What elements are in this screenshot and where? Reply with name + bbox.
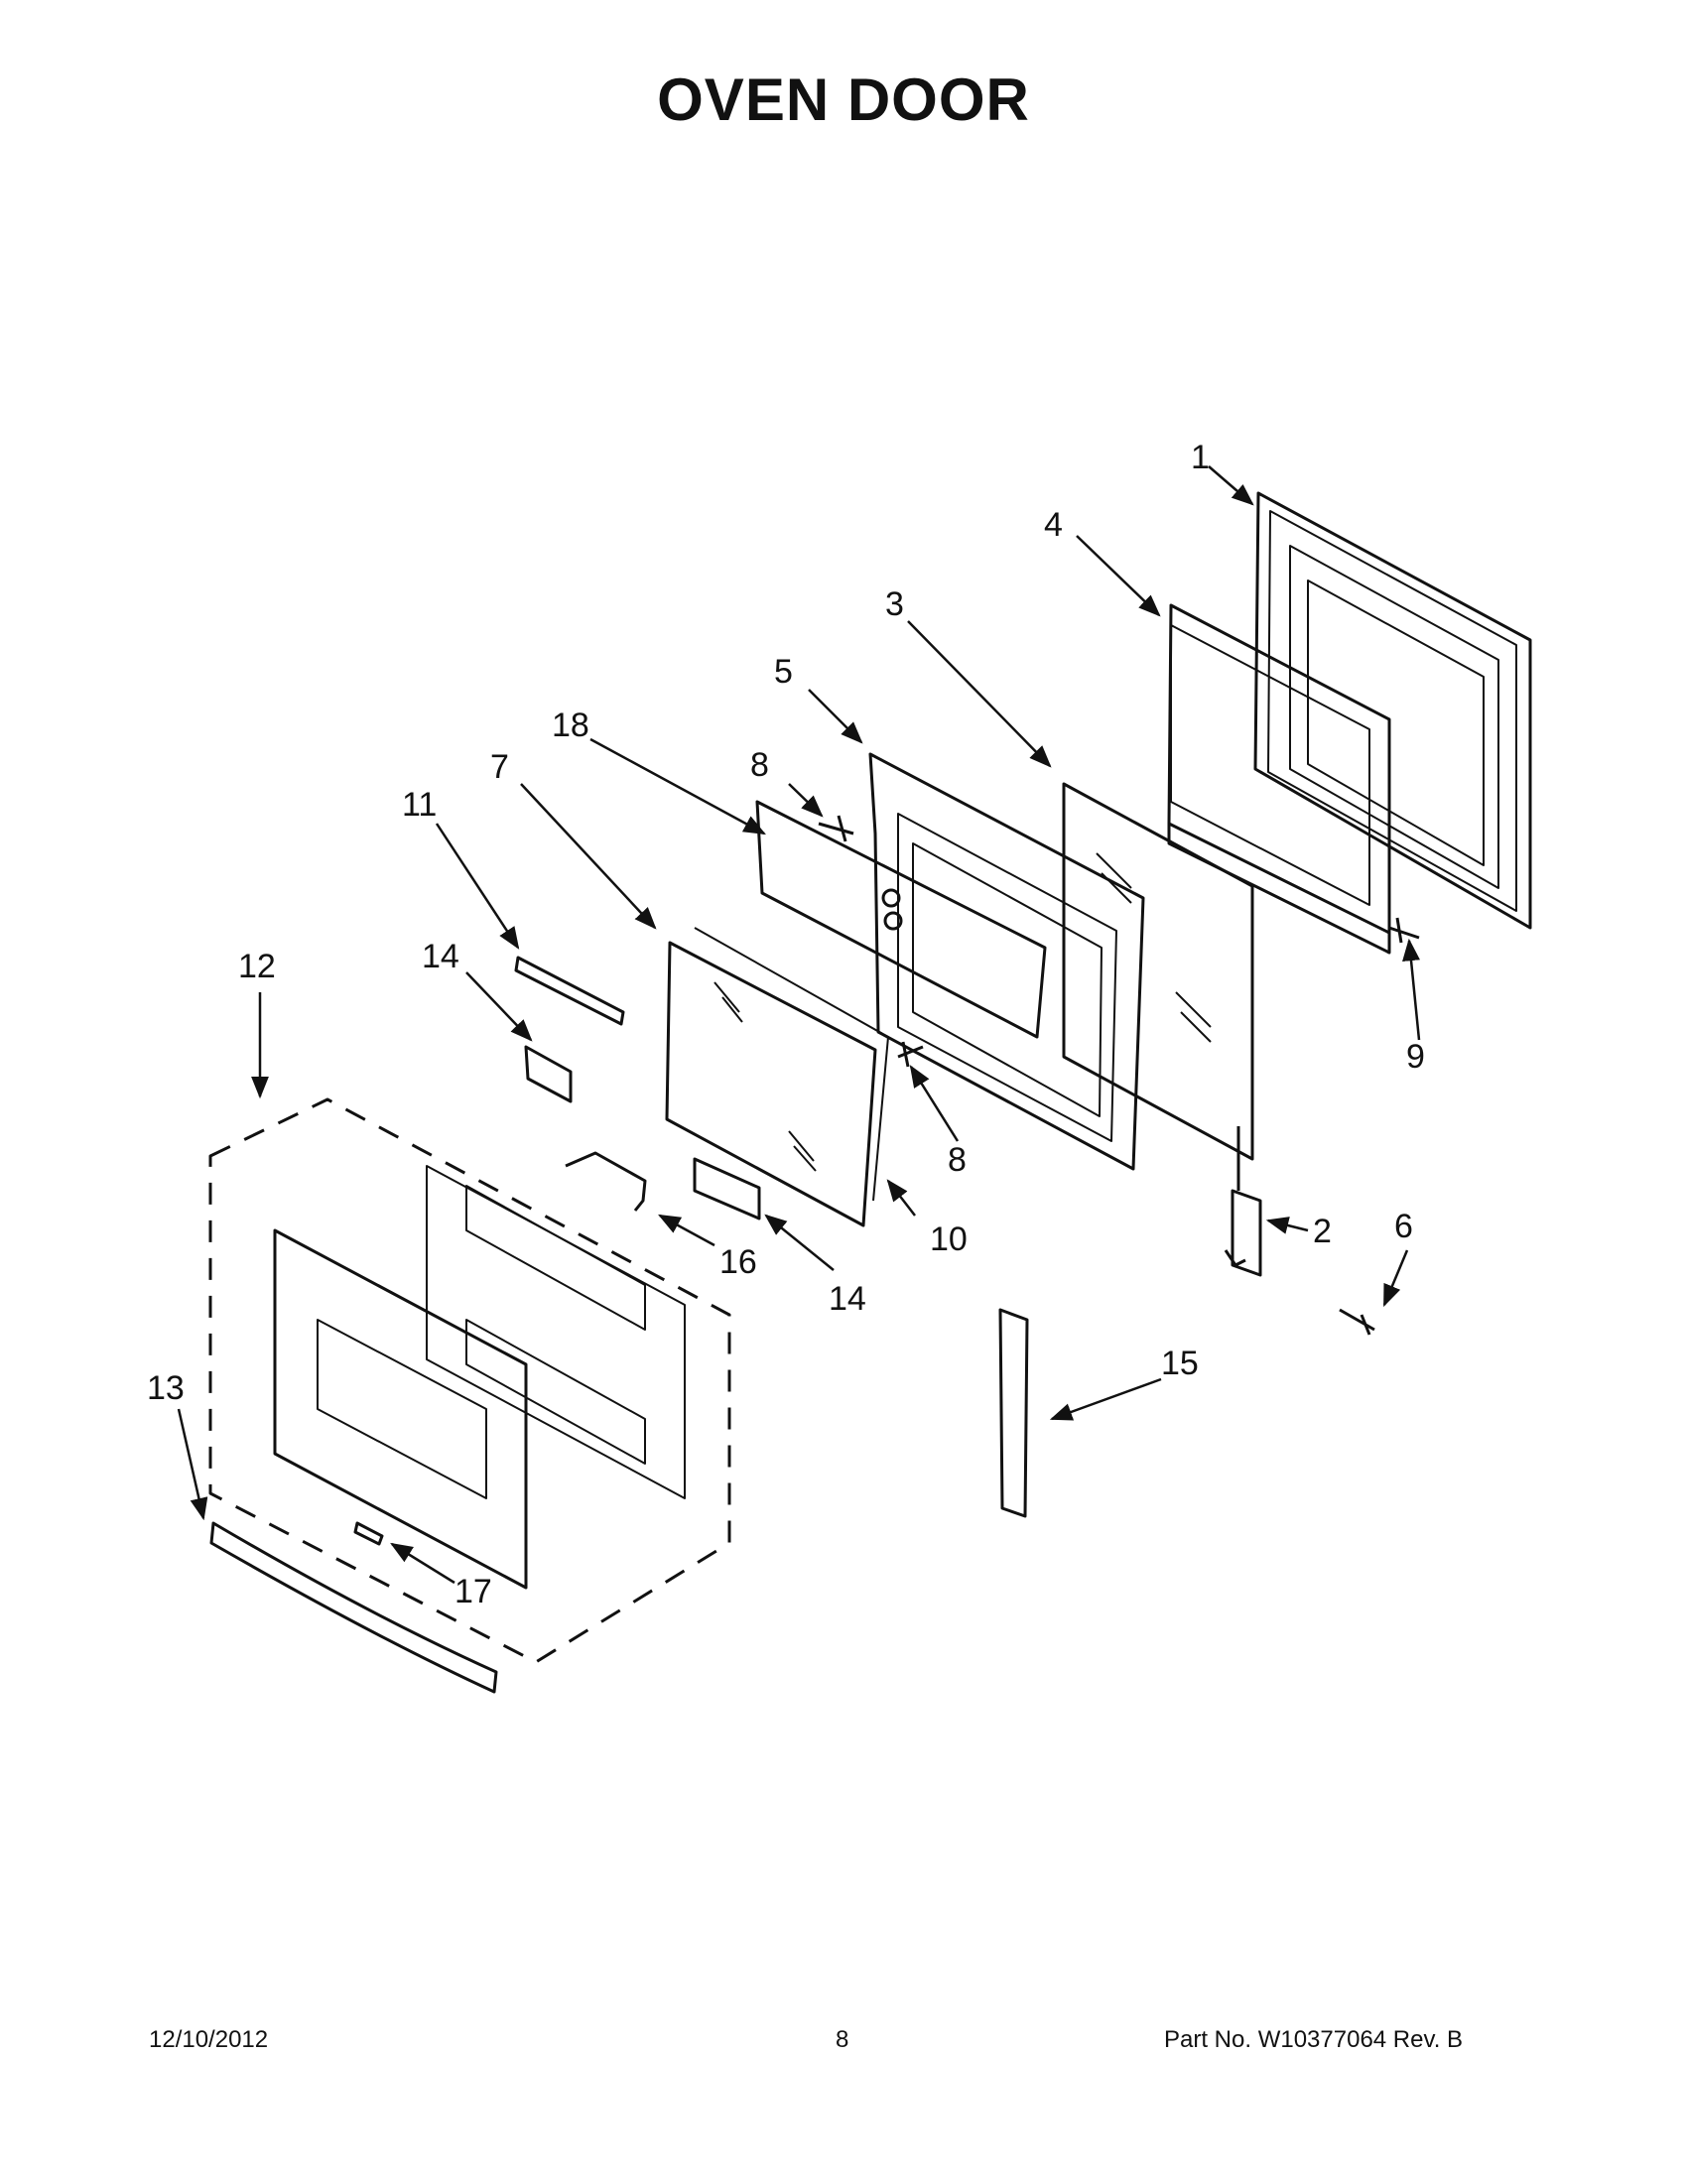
callout-6: 6 — [1394, 1208, 1413, 1245]
callout-11: 11 — [402, 786, 437, 824]
part-15-rod — [998, 1308, 1029, 1518]
part-2-hinge — [1224, 1126, 1262, 1277]
callout-8-lower: 8 — [948, 1141, 967, 1179]
part-11-bracket — [514, 956, 625, 1026]
callout-1: 1 — [1191, 439, 1210, 476]
page-title: OVEN DOOR — [657, 66, 1030, 133]
callout-5: 5 — [774, 653, 793, 691]
callout-16: 16 — [719, 1243, 757, 1281]
part-4-door-frame — [1167, 603, 1391, 955]
part-3-door-glass — [1062, 782, 1254, 1161]
callout-7: 7 — [490, 748, 509, 786]
part-8-screw-upper — [818, 815, 854, 842]
callout-8-upper: 8 — [750, 746, 769, 784]
part-9-screw — [1388, 917, 1420, 944]
part-1-outer-door-panel — [1253, 491, 1532, 930]
footer-date: 12/10/2012 — [149, 2026, 269, 2053]
footer-page-number: 8 — [836, 2026, 849, 2053]
footer-part-number: Part No. W10377064 Rev. B — [1164, 2026, 1464, 2053]
part-12-door-glass — [273, 1228, 528, 1590]
part-16-bracket — [565, 1151, 647, 1212]
callout-10: 10 — [930, 1220, 968, 1258]
part-12-door-assembly-outline — [208, 1097, 731, 1664]
callout-18: 18 — [552, 707, 589, 744]
callout-14-lower: 14 — [829, 1280, 866, 1318]
callout-3: 3 — [885, 585, 904, 623]
part-14-clip-lower — [693, 1157, 761, 1220]
part-14-clip-upper — [524, 1045, 573, 1103]
part-17-badge — [353, 1521, 384, 1546]
callout-12: 12 — [238, 948, 276, 985]
callout-4: 4 — [1044, 506, 1063, 544]
part-6-screw — [1339, 1308, 1375, 1336]
callout-17: 17 — [454, 1573, 492, 1610]
part-8-screw-lower — [897, 1041, 924, 1068]
callout-14-upper: 14 — [422, 938, 459, 975]
callout-2: 2 — [1313, 1213, 1332, 1250]
part-13-handle — [209, 1521, 498, 1694]
part-5-inner-door-panel — [868, 752, 1145, 1171]
part-7-inner-glass — [665, 927, 889, 1227]
callout-13: 13 — [147, 1369, 185, 1407]
callout-15: 15 — [1161, 1345, 1199, 1382]
part-12-inner-panel — [426, 1165, 686, 1499]
part-18-deflector — [755, 800, 1047, 1039]
callout-9: 9 — [1406, 1038, 1425, 1076]
